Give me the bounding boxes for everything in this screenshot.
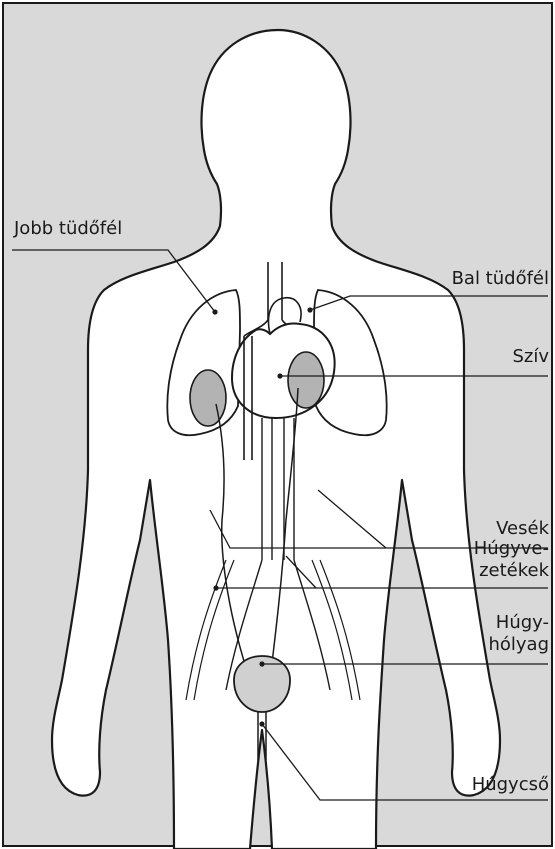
label-ureters-line1: Húgyve- — [474, 538, 549, 560]
label-right-lung: Jobb tüdőfél — [14, 218, 122, 240]
dot-ureter — [213, 585, 218, 590]
label-heart: Szív — [512, 346, 549, 368]
label-ureters-line2: zetékek — [479, 560, 549, 582]
left-kidney — [288, 352, 324, 408]
dot-urethra — [259, 721, 264, 726]
label-bladder-line2: hólyag — [488, 634, 549, 656]
label-kidneys: Vesék — [496, 518, 549, 540]
label-bladder-line1: Húgy- — [496, 612, 549, 634]
label-left-lung: Bal tüdőfél — [452, 268, 549, 290]
right-kidney — [190, 370, 226, 426]
dot-right-lung — [212, 309, 217, 314]
label-urethra: Húgycső — [472, 774, 549, 796]
dot-left-lung — [307, 307, 312, 312]
dot-heart — [277, 373, 282, 378]
dot-bladder — [259, 661, 264, 666]
